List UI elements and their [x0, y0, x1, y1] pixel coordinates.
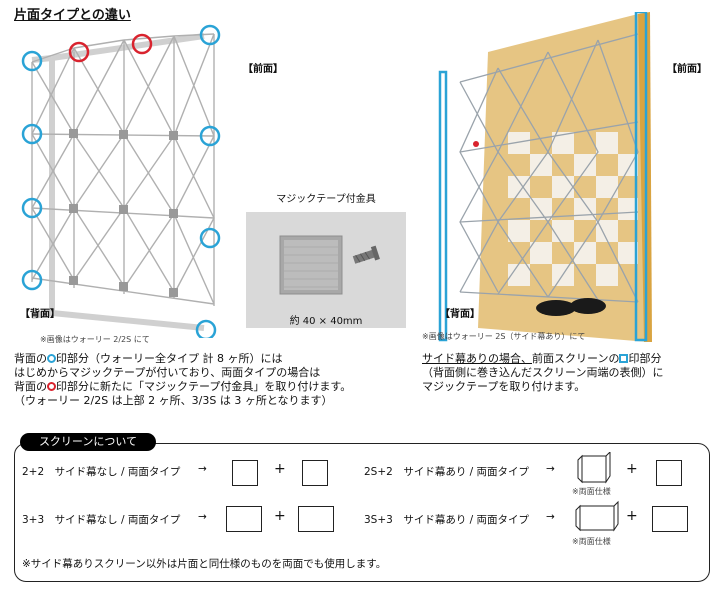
right-text-l1c: 印部分 — [628, 352, 662, 365]
frame-illustration — [21, 24, 221, 341]
row-2-2-label: 2+2 サイド幕なし / 両面タイプ — [22, 466, 181, 478]
screen-rect-back — [298, 506, 334, 532]
right-front-label: 【前面】 — [667, 64, 707, 75]
magic-tape-photo — [246, 212, 406, 328]
plus-sign: + — [626, 461, 638, 477]
right-text-l2: （背面側に巻き込んだスクリーン両端の表側）に — [422, 366, 664, 379]
magic-tape-size: 約 40 × 40mm — [289, 316, 363, 327]
left-text-l3b: 印部分に新たに「マジックテープ付金具」を取り付けます。 — [56, 380, 352, 393]
row-3s-3-arrow: → — [546, 511, 555, 523]
page-title: 片面タイプとの違い — [14, 8, 131, 23]
right-description: サイド幕ありの場合、前面スクリーンの印部分 （背面側に巻き込んだスクリーン両端の… — [422, 352, 663, 394]
left-image-note: ※画像はウォーリー 2/2S にて — [40, 335, 150, 344]
screen-rect-back — [302, 460, 328, 486]
plus-sign: + — [626, 508, 638, 524]
row-2s-2-label: 2S+2 サイド幕あり / 両面タイプ — [364, 466, 530, 478]
right-image-note: ※画像はウォーリー 2S（サイド幕あり）にて — [422, 332, 586, 341]
left-text-l1a: 背面の — [14, 352, 47, 365]
blue-square-icon — [619, 354, 629, 363]
left-description: 背面の印部分（ウォーリー全タイプ 計 8 ヶ所）には はじめからマジックテープが… — [14, 352, 351, 408]
right-text-l1b: 前面スクリーンの — [532, 352, 620, 365]
screen-section — [14, 443, 710, 582]
row-3-3-arrow: → — [198, 511, 207, 523]
right-text-l1a: サイド幕ありの場合、 — [422, 352, 532, 365]
plus-sign: + — [274, 461, 286, 477]
screen-rect-front — [226, 506, 262, 532]
magic-tape-fitting-illustration — [279, 235, 380, 295]
left-text-l3a: 背面の — [14, 380, 47, 393]
screen-rect-front — [232, 460, 258, 486]
right-back-label: 【背面】 — [440, 309, 480, 320]
screen-rect-back — [652, 506, 688, 532]
side-curtain-screen-icon — [577, 450, 611, 484]
red-circle-icon — [47, 382, 56, 391]
side-curtain-illustration — [438, 10, 656, 342]
row-3s-3-label: 3S+3 サイド幕あり / 両面タイプ — [364, 514, 530, 526]
side-curtain-screen-icon — [575, 500, 619, 532]
row-2s-2-arrow: → — [546, 463, 555, 475]
screen-wrap-shape — [576, 450, 612, 484]
double-sided-note: ※両面仕様 — [572, 537, 611, 546]
left-text-l1b: 印部分（ウォーリー全タイプ 計 8 ヶ所）には — [56, 352, 283, 365]
left-front-label: 【前面】 — [243, 64, 283, 75]
left-text-l2: はじめからマジックテープが付いており、両面タイプの場合は — [14, 366, 321, 379]
left-text-l4: （ウォーリー 2/2S は上部 2 ヶ所、3/3S は 3 ヶ所となります） — [14, 394, 333, 407]
row-2-2-arrow: → — [198, 463, 207, 475]
blue-circle-icon — [47, 354, 56, 363]
frame-photo-side-curtain — [438, 10, 656, 342]
left-back-label: 【背面】 — [20, 309, 60, 320]
right-text-l3: マジックテープを取り付けます。 — [422, 380, 586, 393]
magic-tape-caption: マジックテープ付金具 — [276, 194, 376, 205]
screen-wrap-shape — [574, 500, 620, 532]
screen-footer-note: ※サイド幕ありスクリーン以外は片面と同仕様のものを両面でも使用します。 — [22, 558, 387, 570]
plus-sign: + — [274, 508, 286, 524]
screen-rect-back — [656, 460, 682, 486]
row-3-3-label: 3+3 サイド幕なし / 両面タイプ — [22, 514, 181, 526]
screen-section-tab: スクリーンについて — [20, 433, 156, 451]
frame-diagram-single — [14, 18, 242, 341]
double-sided-note: ※両面仕様 — [572, 487, 611, 496]
